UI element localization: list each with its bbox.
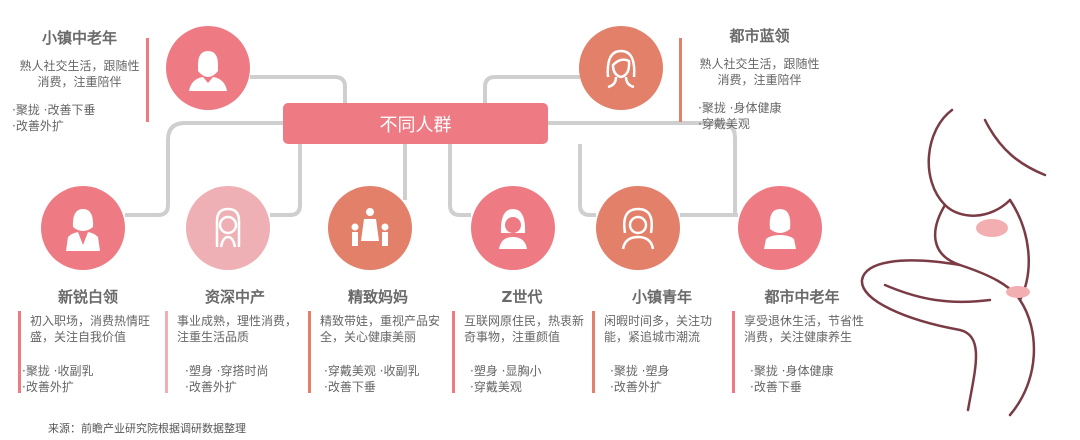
group-desc: 精致带娃，重视产品安全，关心健康美丽 — [320, 314, 441, 344]
woman-figure-illustration — [860, 108, 1047, 417]
circle-urban-blue-collar — [579, 26, 663, 110]
group-new-white-collar: 新锐白领 初入职场，消费热情旺盛，关注自我价值 ·聚拢 ·收副乳 ·改善外扩 — [18, 289, 158, 395]
group-small-town-youth: 小镇青年 闲暇时间多，关注功能，紧追城市潮流 ·聚拢 ·塑身 ·改善外扩 — [592, 289, 732, 395]
group-gen-z: Z世代 互联网原住民，热衷新奇事物，注重颜值 ·塑身 ·显胸小 ·穿戴美观 — [452, 289, 592, 395]
divider-bar — [165, 311, 168, 393]
group-keywords: ·聚拢 ·身体健康 — [698, 101, 782, 115]
circle-new-white-collar — [41, 186, 125, 270]
group-title: 资深中产 — [204, 288, 265, 306]
group-urban-elderly: 都市中老年 享受退休生活，节省性消费，关注健康养生 ·聚拢 ·身体健康 ·改善下垂 — [732, 289, 872, 395]
group-desc-line: 消费，注重陪伴 — [717, 73, 802, 87]
group-title: 都市蓝领 — [729, 27, 790, 45]
circle-gen-z — [471, 186, 555, 270]
mother-children-icon — [351, 208, 389, 246]
group-desc: 事业成熟，理性消费，注重生活品质 — [177, 314, 298, 344]
young-girl-icon — [499, 209, 527, 249]
group-desc: 初入职场，消费热情旺盛，关注自我价值 — [30, 314, 151, 344]
woman-outline-icon — [606, 49, 636, 89]
divider-bar — [308, 311, 311, 393]
group-title: 小镇青年 — [631, 288, 692, 306]
circle-refined-mom — [328, 186, 412, 270]
group-keywords: ·改善下垂 — [750, 380, 802, 394]
long-hair-woman-icon — [215, 207, 241, 248]
circle-senior-middle-class — [186, 186, 270, 270]
bra-illustration — [976, 219, 1030, 298]
divider-bar — [679, 38, 682, 122]
group-title: 精致妈妈 — [347, 288, 408, 306]
group-keywords: ·穿戴美观 — [470, 380, 522, 394]
group-senior-middle-class: 资深中产 事业成熟，理性消费，注重生活品质 ·塑身 ·穿搭时尚 ·改善外扩 — [165, 289, 305, 395]
group-keywords: ·改善外扩 — [185, 380, 237, 394]
group-title: Z世代 — [501, 288, 543, 306]
group-desc-line: 熟人社交生活，跟随性 — [19, 59, 140, 73]
group-title: 都市中老年 — [764, 288, 840, 306]
group-refined-mom: 精致妈妈 精致带娃，重视产品安全，关心健康美丽 ·穿戴美观 ·收副乳 ·改善下垂 — [308, 289, 448, 395]
group-keywords: ·改善外扩 — [610, 380, 662, 394]
group-keywords: ·聚拢 ·塑身 — [610, 364, 670, 378]
center-label-box: 不同人群 — [283, 103, 548, 144]
group-desc: 闲暇时间多，关注功能，紧追城市潮流 — [604, 314, 713, 344]
group-desc-line: 熟人社交生活，跟随性 — [699, 57, 820, 71]
elderly-woman-icon — [189, 51, 227, 91]
group-keywords: ·改善外扩 — [12, 119, 64, 133]
divider-bar — [732, 311, 735, 393]
circle-small-town-youth — [596, 186, 680, 270]
curly-hair-woman-icon — [621, 207, 655, 250]
divider-bar — [592, 311, 595, 393]
group-keywords: ·穿戴美观 ·收副乳 — [324, 364, 420, 378]
group-desc-line: 消费，注重陪伴 — [37, 75, 122, 89]
group-keywords: ·聚拢 ·收副乳 — [22, 364, 94, 378]
circle-small-town-elderly — [166, 26, 250, 110]
circle-urban-elderly — [738, 186, 822, 270]
divider-bar — [146, 38, 149, 122]
group-keywords: ·塑身 ·穿搭时尚 — [185, 364, 269, 378]
short-hair-woman-icon — [764, 209, 796, 249]
group-keywords: ·聚拢 ·身体健康 — [750, 364, 834, 378]
top-group-small-town-elderly: 小镇中老年 熟人社交生活，跟随性 消费，注重陪伴 ·聚拢 ·改善下垂 ·改善外扩 — [12, 30, 147, 134]
group-keywords: ·聚拢 ·改善下垂 — [12, 103, 96, 117]
divider-bar — [452, 311, 455, 393]
group-keywords: ·塑身 ·显胸小 — [470, 364, 542, 378]
group-title: 小镇中老年 — [41, 29, 117, 47]
group-title: 新锐白领 — [57, 288, 118, 306]
top-group-urban-blue-collar: 都市蓝领 熟人社交生活，跟随性 消费，注重陪伴 ·聚拢 ·身体健康 ·穿戴美观 — [692, 28, 827, 132]
businesswoman-icon — [66, 209, 100, 251]
source-note: 来源：前瞻产业研究院根据调研数据整理 — [48, 422, 246, 435]
group-desc: 享受退休生活，节省性消费，关注健康养生 — [744, 314, 865, 344]
group-keywords: ·改善下垂 — [324, 380, 376, 394]
group-desc: 互联网原住民，热衷新奇事物，注重颜值 — [464, 314, 585, 344]
divider-bar — [18, 311, 21, 393]
group-keywords: ·改善外扩 — [22, 380, 74, 394]
group-keywords: ·穿戴美观 — [698, 117, 750, 131]
